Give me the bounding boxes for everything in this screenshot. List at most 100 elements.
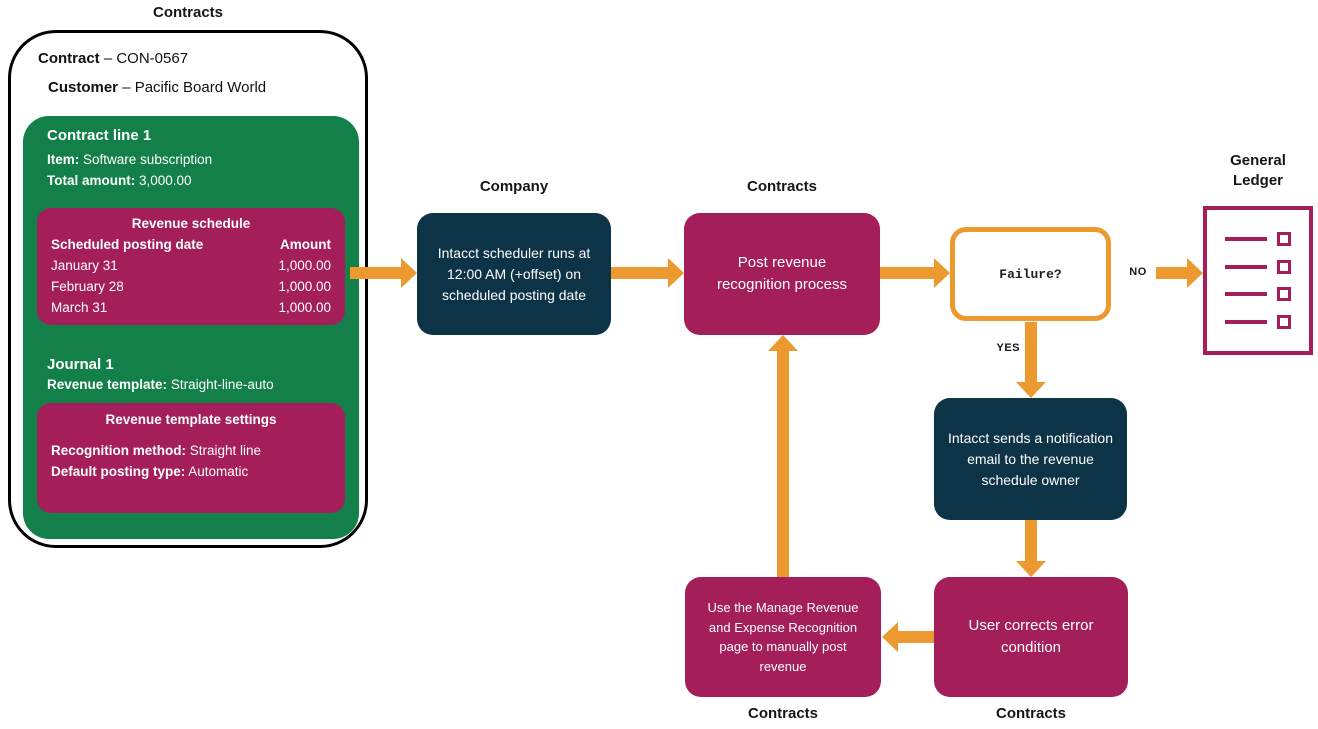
contracts-panel: Contract – CON-0567 Customer – Pacific B… <box>8 30 368 548</box>
revenue-template-line: Revenue template: Straight-line-auto <box>47 377 274 392</box>
notification-node-text: Intacct sends a notification email to th… <box>948 429 1113 488</box>
total-amount-line: Total amount: 3,000.00 <box>47 173 192 188</box>
default-posting-type-line: Default posting type: Automatic <box>51 461 331 482</box>
contract-value: – CON-0567 <box>103 50 189 67</box>
arrow-yes-to-notification <box>1016 322 1046 398</box>
arrow-contract-to-scheduler <box>350 258 417 288</box>
no-label: NO <box>1129 266 1147 278</box>
revenue-schedule-card: Revenue schedule Scheduled posting date … <box>37 208 345 325</box>
default-posting-type-label: Default posting type: <box>51 464 186 479</box>
ledger-checkbox-icon <box>1277 287 1291 302</box>
yes-label: YES <box>996 342 1020 354</box>
contract-label: Contract <box>38 50 100 67</box>
arrow-head-icon <box>768 335 798 351</box>
arrow-head-icon <box>668 258 684 288</box>
revenue-schedule-table: Scheduled posting date Amount January 31… <box>37 231 345 318</box>
customer-value: – Pacific Board World <box>122 79 267 96</box>
ledger-entry-row <box>1225 315 1291 330</box>
posting-date: March 31 <box>51 300 108 315</box>
ledger-checkbox-icon <box>1277 315 1291 330</box>
revenue-schedule-header-row: Scheduled posting date Amount <box>51 234 331 255</box>
arrow-head-icon <box>1016 382 1046 398</box>
arrow-no-to-ledger <box>1156 258 1203 288</box>
ledger-line-icon <box>1225 236 1267 241</box>
user-corrects-node-text: User corrects error condition <box>968 616 1094 657</box>
arrow-head-icon <box>882 622 898 652</box>
arrow-shaft <box>350 267 403 279</box>
total-amount-value: 3,000.00 <box>139 173 192 188</box>
ledger-line-icon <box>1225 264 1267 269</box>
contracts-panel-title: Contracts <box>152 4 223 21</box>
contracts-label-manual: Contracts <box>747 705 818 722</box>
arrow-head-icon <box>1016 561 1046 577</box>
revenue-schedule-title: Revenue schedule <box>131 216 251 231</box>
arrow-notification-to-correct <box>1016 520 1046 577</box>
contract-line-title: Contract line 1 <box>47 127 152 144</box>
arrow-head-icon <box>1187 258 1203 288</box>
revenue-template-settings-card: Revenue template settings Recognition me… <box>37 403 345 513</box>
recognition-method-line: Recognition method: Straight line <box>51 440 331 461</box>
general-ledger-icon <box>1203 206 1313 355</box>
item-value: Software subscription <box>83 152 213 167</box>
revenue-template-settings-title: Revenue template settings <box>105 412 277 427</box>
arrow-correct-to-manual <box>882 622 934 652</box>
customer-label: Customer <box>48 79 119 96</box>
contract-line-card: Contract line 1 Item: Software subscript… <box>23 116 359 539</box>
amount: 1,000.00 <box>278 300 331 315</box>
ledger-line-icon <box>1225 320 1267 325</box>
ledger-entry-row <box>1225 287 1291 302</box>
total-amount-label: Total amount: <box>47 173 136 188</box>
recognition-method-value: Straight line <box>189 443 262 458</box>
arrow-shaft <box>777 349 789 577</box>
ledger-checkbox-icon <box>1277 259 1291 274</box>
arrow-shaft <box>1025 322 1037 384</box>
arrow-shaft <box>1156 267 1189 279</box>
ledger-entry-row <box>1225 259 1291 274</box>
revenue-schedule-row: January 31 1,000.00 <box>51 255 331 276</box>
contracts-label-correct: Contracts <box>995 705 1066 722</box>
revenue-template-value: Straight-line-auto <box>170 377 274 392</box>
recognition-method-label: Recognition method: <box>51 443 186 458</box>
ledger-entry-row <box>1225 231 1291 246</box>
arrow-manual-to-post <box>768 335 798 577</box>
arrow-post-to-failure <box>880 258 950 288</box>
ledger-line-icon <box>1225 292 1267 297</box>
col-amount: Amount <box>280 237 331 252</box>
manual-post-node: Use the Manage Revenue and Expense Recog… <box>685 577 881 697</box>
failure-decision-text: Failure? <box>999 266 1062 282</box>
arrow-head-icon <box>401 258 417 288</box>
arrow-shaft <box>611 267 670 279</box>
arrow-scheduler-to-post <box>611 258 684 288</box>
default-posting-type-value: Automatic <box>188 464 249 479</box>
revenue-schedule-row: February 28 1,000.00 <box>51 276 331 297</box>
amount: 1,000.00 <box>278 279 331 294</box>
revenue-template-settings-lines: Recognition method: Straight line Defaul… <box>37 427 345 482</box>
ledger-checkbox-icon <box>1277 231 1291 246</box>
arrow-head-icon <box>934 258 950 288</box>
revenue-schedule-row: March 31 1,000.00 <box>51 297 331 318</box>
customer-line: Customer – Pacific Board World <box>48 79 266 96</box>
item-label: Item: <box>47 152 80 167</box>
contract-id-line: Contract – CON-0567 <box>38 50 188 67</box>
company-label: Company <box>479 178 549 195</box>
revenue-template-label: Revenue template: <box>47 377 168 392</box>
failure-decision-node: Failure? <box>950 227 1111 321</box>
arrow-shaft <box>880 267 936 279</box>
scheduler-node-text: Intacct scheduler runs at 12:00 AM (+off… <box>437 244 591 303</box>
col-scheduled-posting-date: Scheduled posting date <box>51 237 204 252</box>
scheduler-node: Intacct scheduler runs at 12:00 AM (+off… <box>417 213 611 335</box>
contracts-label-post: Contracts <box>746 178 817 195</box>
user-corrects-node: User corrects error condition <box>934 577 1128 697</box>
journal-title: Journal 1 <box>47 356 114 373</box>
posting-date: February 28 <box>51 279 124 294</box>
arrow-shaft <box>1025 520 1037 563</box>
amount: 1,000.00 <box>278 258 331 273</box>
item-line: Item: Software subscription <box>47 152 212 167</box>
manual-post-node-text: Use the Manage Revenue and Expense Recog… <box>707 600 859 674</box>
notification-node: Intacct sends a notification email to th… <box>934 398 1127 520</box>
arrow-shaft <box>896 631 934 643</box>
post-revenue-node-text: Post revenue recognition process <box>716 253 848 294</box>
post-revenue-node: Post revenue recognition process <box>684 213 880 335</box>
posting-date: January 31 <box>51 258 118 273</box>
